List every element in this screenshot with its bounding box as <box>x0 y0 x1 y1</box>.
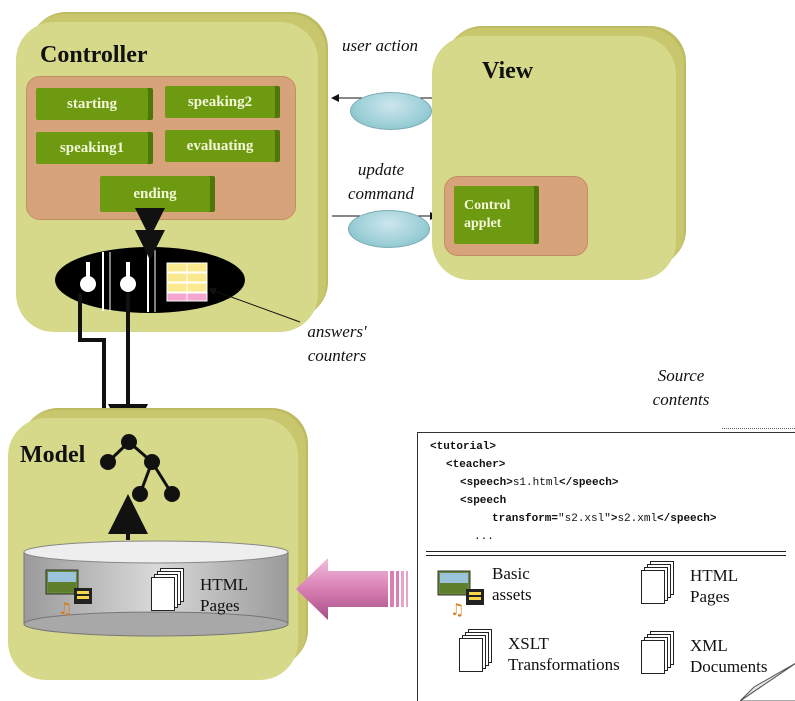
state-speaking1: speaking1 <box>36 132 148 164</box>
pages-stack-icon <box>458 629 492 672</box>
source-contents-label: Source contents <box>652 366 710 409</box>
xml-documents-label: XML Documents <box>690 636 768 676</box>
db-html-pages-label: HTML Pages <box>200 575 248 615</box>
import-arrow <box>296 558 408 620</box>
code-line-2: <teacher> <box>446 459 506 471</box>
control-applet-label: Control applet <box>464 198 511 231</box>
view-title: View <box>482 58 534 84</box>
user-action-label: user action <box>341 36 419 55</box>
svg-text:♫: ♫ <box>58 599 72 618</box>
code-line-4: <speech <box>460 495 507 507</box>
pages-stack-icon <box>640 631 674 674</box>
control-applet: Control applet <box>454 186 534 244</box>
pages-stack-icon <box>150 568 184 611</box>
update-command-label: update command <box>347 160 415 203</box>
ellipse-message-icon <box>348 210 430 248</box>
code-line-6: ... <box>474 531 494 543</box>
source-divider <box>426 551 786 556</box>
state-speaking2: speaking2 <box>165 86 275 118</box>
state-evaluating: evaluating <box>165 130 275 162</box>
html-pages-label: HTML Pages <box>690 566 738 606</box>
svg-text:♫: ♫ <box>450 600 464 619</box>
page-curl <box>740 663 795 701</box>
pages-stack-icon <box>640 561 674 604</box>
code-line-5: transform="s2.xsl">s2.xml</speech> <box>492 513 717 525</box>
xslt-label: XSLT Transformations <box>508 634 620 674</box>
answers-counters-label: answers' counters <box>307 322 367 365</box>
source-contents-dots <box>722 428 795 429</box>
state-ending: ending <box>100 176 210 212</box>
basic-assets-label: Basic assets <box>492 564 532 604</box>
controller-title: Controller <box>40 42 148 68</box>
ellipse-message-icon <box>350 92 432 130</box>
tree-icon <box>100 434 180 540</box>
model-title: Model <box>20 442 86 468</box>
code-line-1: <tutorial> <box>430 441 497 453</box>
picture-music-icon: ♫ <box>44 568 96 620</box>
source-contents-box: <tutorial> <teacher> <speech>s1.html</sp… <box>417 432 795 701</box>
picture-music-icon: ♫ <box>436 569 488 621</box>
code-line-3: <speech>s1.html</speech> <box>460 477 619 489</box>
state-starting: starting <box>36 88 148 120</box>
